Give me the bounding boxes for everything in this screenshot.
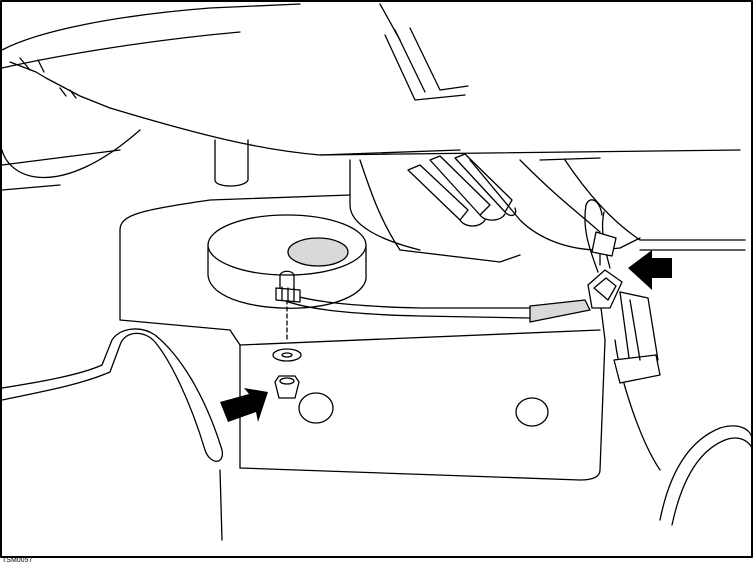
wire-connector [584,199,661,384]
alarm-unit [207,214,367,309]
chassis-frame [119,157,746,541]
connector-callout-arrow [628,250,672,290]
seat-outline [1,3,741,191]
lower-right-bracket [659,425,753,526]
lever-assembly [407,153,517,227]
fastener-set [272,270,302,399]
figure-reference-code: TSM0057 [2,557,33,564]
nut [274,375,300,399]
bent-bracket [1,328,223,462]
seat-bracket [379,3,469,101]
washer [272,348,302,362]
support-post [214,139,249,187]
wire-harness [275,286,591,323]
frame-plugs [298,392,549,427]
fastener-callout-arrow [220,388,268,422]
